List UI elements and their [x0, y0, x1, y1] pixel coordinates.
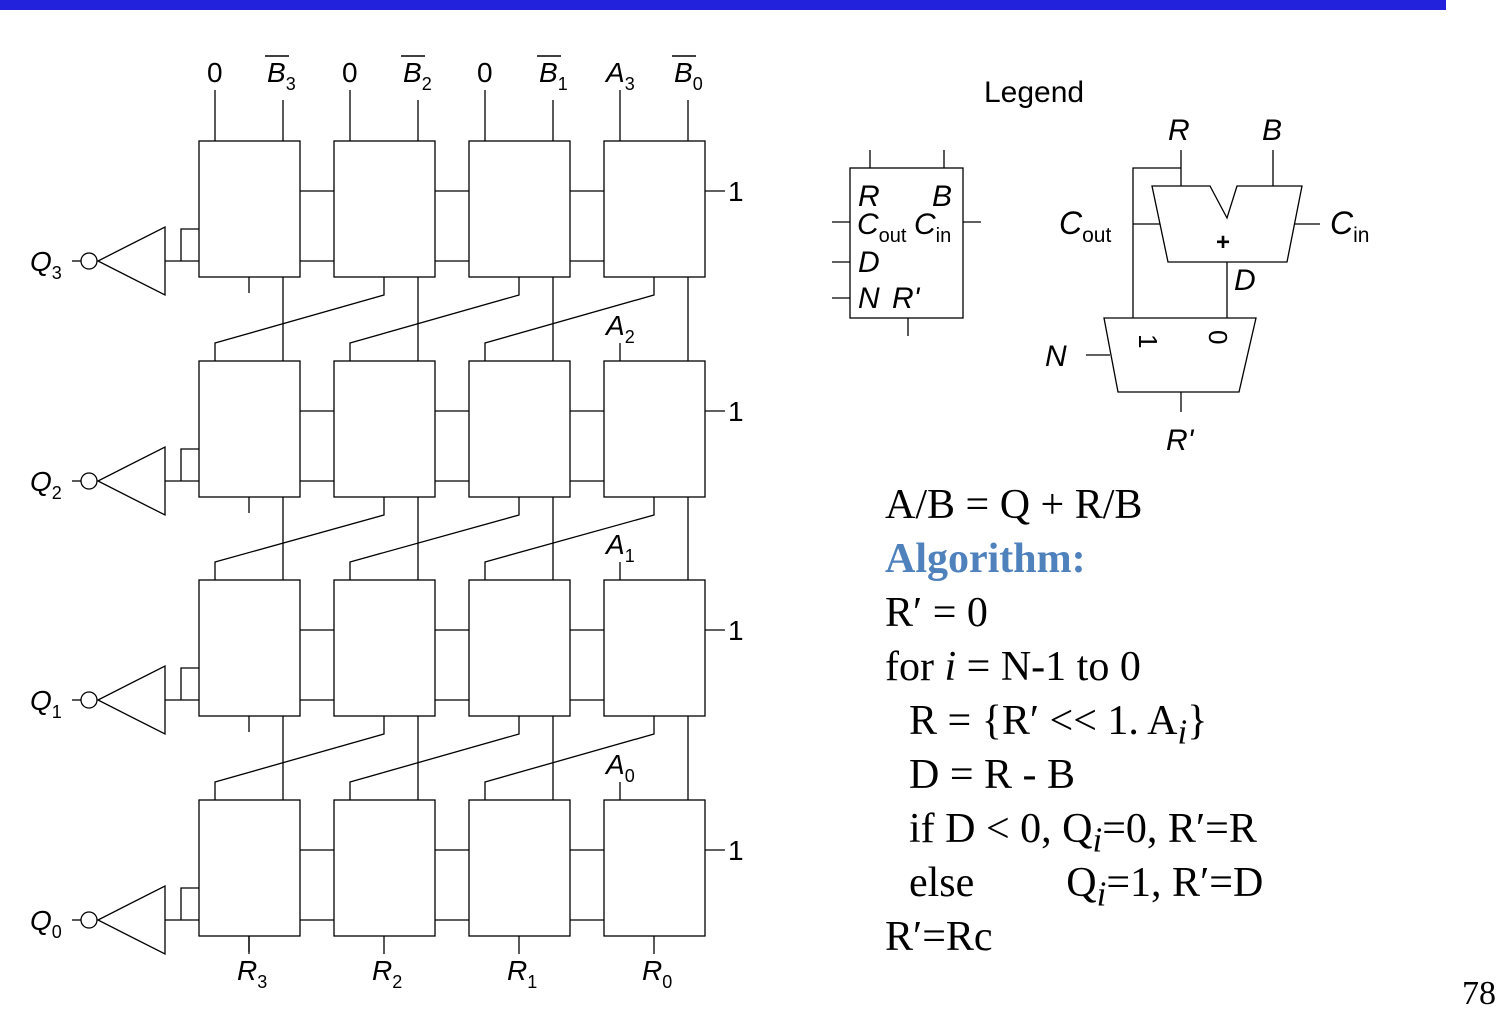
- legend-detail-one: 1: [1133, 334, 1163, 348]
- top-input-label: B2: [403, 57, 432, 94]
- cout-feed-wire: [180, 448, 199, 481]
- cell-r0-c1: [333, 140, 436, 278]
- a-input-label: A0: [604, 749, 635, 786]
- remainder-shift-wire: [214, 497, 385, 580]
- algo-final-line: R′=Rc: [885, 914, 993, 960]
- remainder-shift-wire: [484, 716, 655, 800]
- cell-r3-c0: [198, 799, 301, 937]
- cell-r2-c2: [468, 579, 571, 717]
- algo-init-line: R′ = 0: [885, 590, 988, 636]
- top-input-label: B0: [674, 57, 703, 94]
- top-input-label: 0: [207, 57, 223, 88]
- cell-r2-c1: [333, 579, 436, 717]
- quotient-label: Q2: [30, 466, 62, 503]
- cout-feed-wire: [180, 887, 199, 920]
- legend-box-cout: Cout: [857, 208, 907, 247]
- remainder-shift-wire: [484, 277, 655, 361]
- array-cells: [80, 140, 706, 956]
- quotient-label: Q1: [30, 685, 62, 722]
- legend-title: Legend: [984, 76, 1084, 109]
- algorithm-text: A/B = Q + R/B Algorithm: R′ = 0 for i = …: [885, 478, 1263, 964]
- algo-if-line: if D < 0, Qi=0, R′=R: [909, 806, 1257, 860]
- legend-cell-box: [832, 150, 981, 336]
- legend-box-r: R: [858, 180, 880, 213]
- cout-feed-wire: [180, 228, 199, 261]
- legend-detail-cin: Cin: [1330, 205, 1369, 247]
- cell-r0-c3: [603, 140, 706, 278]
- cout-feed-wire: [180, 667, 199, 700]
- a-input-label: A2: [604, 310, 635, 347]
- legend-box-d: D: [858, 246, 880, 279]
- cell-r2-c0: [198, 579, 301, 717]
- algo-for-line: for i = N-1 to 0: [885, 644, 1141, 690]
- remainder-shift-wire: [484, 497, 655, 580]
- remainder-label: R3: [237, 955, 267, 992]
- page-number: 78: [1462, 975, 1496, 1012]
- equation-line: A/B = Q + R/B: [885, 482, 1143, 528]
- legend-cell-detail: [1086, 150, 1320, 412]
- cell-r1-c2: [468, 360, 571, 498]
- legend-detail-n: N: [1045, 340, 1067, 373]
- legend-detail-b: B: [1262, 114, 1282, 147]
- remainder-label: R2: [372, 955, 402, 992]
- inverter-bubble: [80, 252, 98, 270]
- quotient-label: Q0: [30, 905, 62, 942]
- remainder-label: R1: [507, 955, 537, 992]
- remainder-shift-wire: [214, 277, 385, 361]
- algo-shift-line: R = {R′ << 1. Ai}: [909, 698, 1208, 752]
- inverter-bubble: [80, 911, 98, 929]
- legend-detail-r: R: [1168, 114, 1190, 147]
- carry-in-label: 1: [728, 615, 744, 646]
- inverter: [96, 445, 166, 517]
- inverter-bubble: [80, 691, 98, 709]
- a-input-label: A1: [604, 529, 635, 566]
- top-input-label: B1: [539, 57, 568, 94]
- algo-subtract-line: D = R - B: [909, 752, 1076, 798]
- top-input-label: 0: [342, 57, 358, 88]
- remainder-shift-wire: [349, 716, 520, 800]
- inverter-bubble: [80, 472, 98, 490]
- top-input-label: A3: [604, 57, 635, 94]
- legend-detail-plus: +: [1216, 229, 1230, 256]
- carry-in-label: 1: [728, 396, 744, 427]
- remainder-shift-wire: [349, 497, 520, 580]
- cell-r3-c3: [603, 799, 706, 937]
- algorithm-heading: Algorithm:: [885, 536, 1086, 582]
- inverter: [96, 225, 166, 297]
- legend-detail-rp: R': [1166, 424, 1195, 457]
- cell-r0-c0: [198, 140, 301, 278]
- cell-r2-c3: [603, 579, 706, 717]
- quotient-label: Q3: [30, 246, 62, 283]
- inverter: [96, 664, 166, 736]
- top-input-label: B3: [267, 57, 296, 94]
- legend-detail-zero: 0: [1203, 330, 1233, 344]
- legend-box-rp: R': [892, 282, 921, 315]
- cell-r3-c2: [468, 799, 571, 937]
- remainder-shift-wire: [349, 277, 520, 361]
- cell-r1-c0: [198, 360, 301, 498]
- carry-in-label: 1: [728, 176, 744, 207]
- legend-box-b: B: [932, 180, 952, 213]
- remainder-shift-wire: [214, 716, 385, 800]
- cell-r1-c3: [603, 360, 706, 498]
- carry-in-label: 1: [728, 835, 744, 866]
- legend: Legend R B Cout Cin D N R': [832, 76, 1369, 457]
- cell-r0-c2: [468, 140, 571, 278]
- legend-detail-cout: Cout: [1059, 205, 1111, 247]
- remainder-label: R0: [642, 955, 672, 992]
- top-accent-bar: [0, 0, 1446, 10]
- top-input-label: 0: [477, 57, 493, 88]
- cell-r3-c1: [333, 799, 436, 937]
- cell-r1-c1: [333, 360, 436, 498]
- legend-box-n: N: [858, 282, 880, 315]
- inverter: [96, 884, 166, 956]
- legend-box-cin: Cin: [914, 208, 951, 247]
- legend-detail-d: D: [1234, 264, 1256, 297]
